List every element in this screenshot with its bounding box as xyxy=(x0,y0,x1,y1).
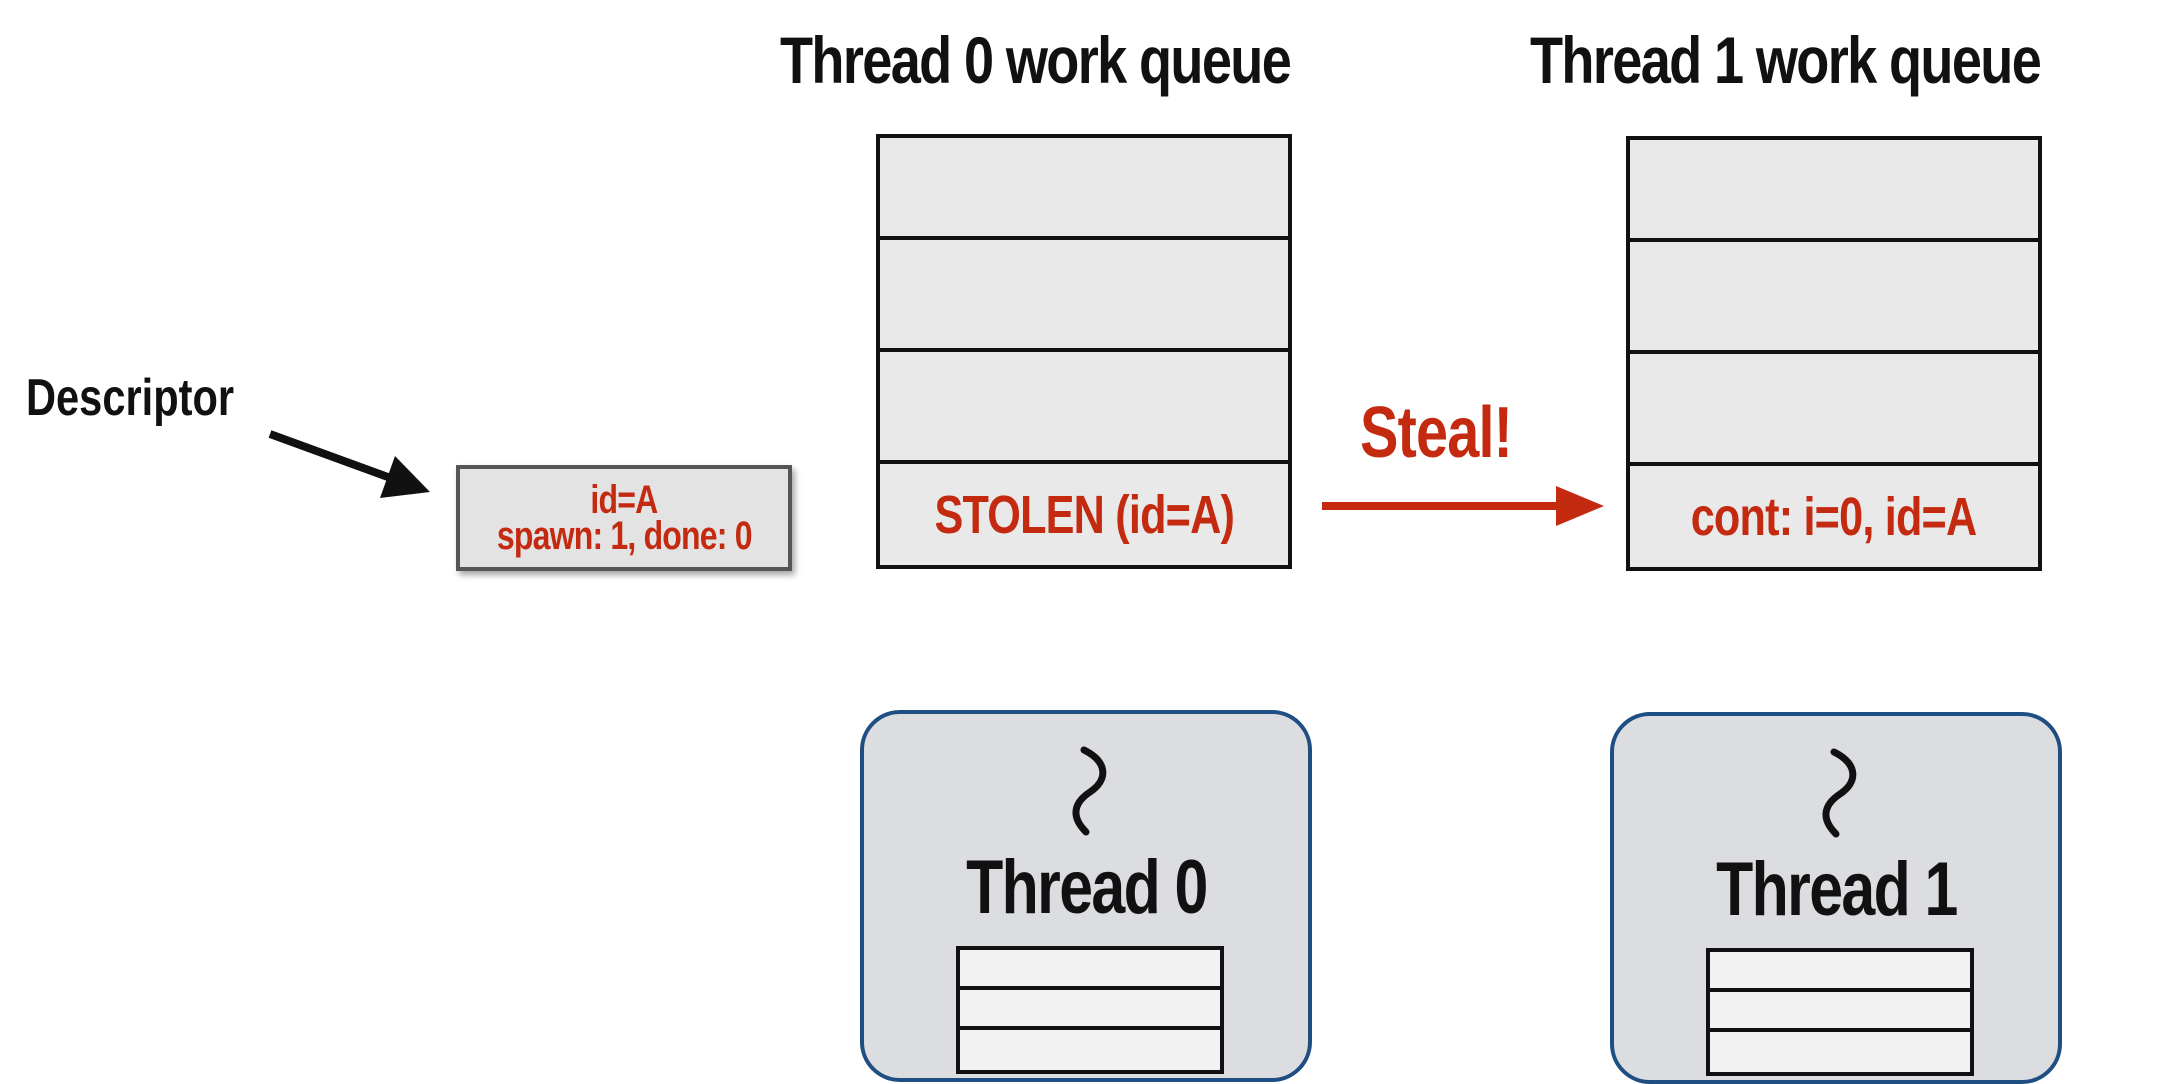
descriptor-arrow xyxy=(268,430,430,498)
stolen-entry-text: STOLEN (id=A) xyxy=(934,484,1234,545)
thread0-box: Thread 0 xyxy=(860,710,1312,1082)
continuation-entry-text: cont: i=0, id=A xyxy=(1691,486,1977,547)
thread1-queue-title: Thread 1 work queue xyxy=(1530,23,2042,97)
stack-row xyxy=(1710,992,1970,1032)
stack-row xyxy=(1710,1032,1970,1072)
thread1-name: Thread 1 xyxy=(1715,847,1958,932)
descriptor-box: id=A spawn: 1, done: 0 xyxy=(456,465,792,571)
stack-row xyxy=(960,950,1220,990)
steal-label: Steal! xyxy=(1360,393,1513,473)
queue-slot xyxy=(1630,140,2038,242)
thread0-work-queue: STOLEN (id=A) xyxy=(876,134,1292,569)
thread0-stack xyxy=(956,946,1224,1074)
queue-slot xyxy=(1630,242,2038,354)
thread-squiggle-icon xyxy=(1822,748,1857,838)
descriptor-counts: spawn: 1, done: 0 xyxy=(496,514,753,558)
queue-slot xyxy=(880,138,1288,240)
queue-slot xyxy=(880,240,1288,352)
stack-row xyxy=(960,990,1220,1030)
queue-slot xyxy=(1630,354,2038,466)
queue-slot-bottom: cont: i=0, id=A xyxy=(1630,466,2038,567)
steal-arrow xyxy=(1322,486,1604,526)
thread1-stack xyxy=(1706,948,1974,1076)
thread-squiggle-icon xyxy=(1072,746,1107,836)
stack-row xyxy=(960,1030,1220,1070)
thread1-work-queue: cont: i=0, id=A xyxy=(1626,136,2042,571)
descriptor-label: Descriptor xyxy=(26,369,235,427)
queue-slot-bottom: STOLEN (id=A) xyxy=(880,464,1288,565)
descriptor-id: id=A xyxy=(590,478,658,522)
thread0-queue-title: Thread 0 work queue xyxy=(780,23,1292,97)
thread0-name: Thread 0 xyxy=(965,845,1208,930)
stack-row xyxy=(1710,952,1970,992)
thread1-box: Thread 1 xyxy=(1610,712,2062,1084)
queue-slot xyxy=(880,352,1288,464)
